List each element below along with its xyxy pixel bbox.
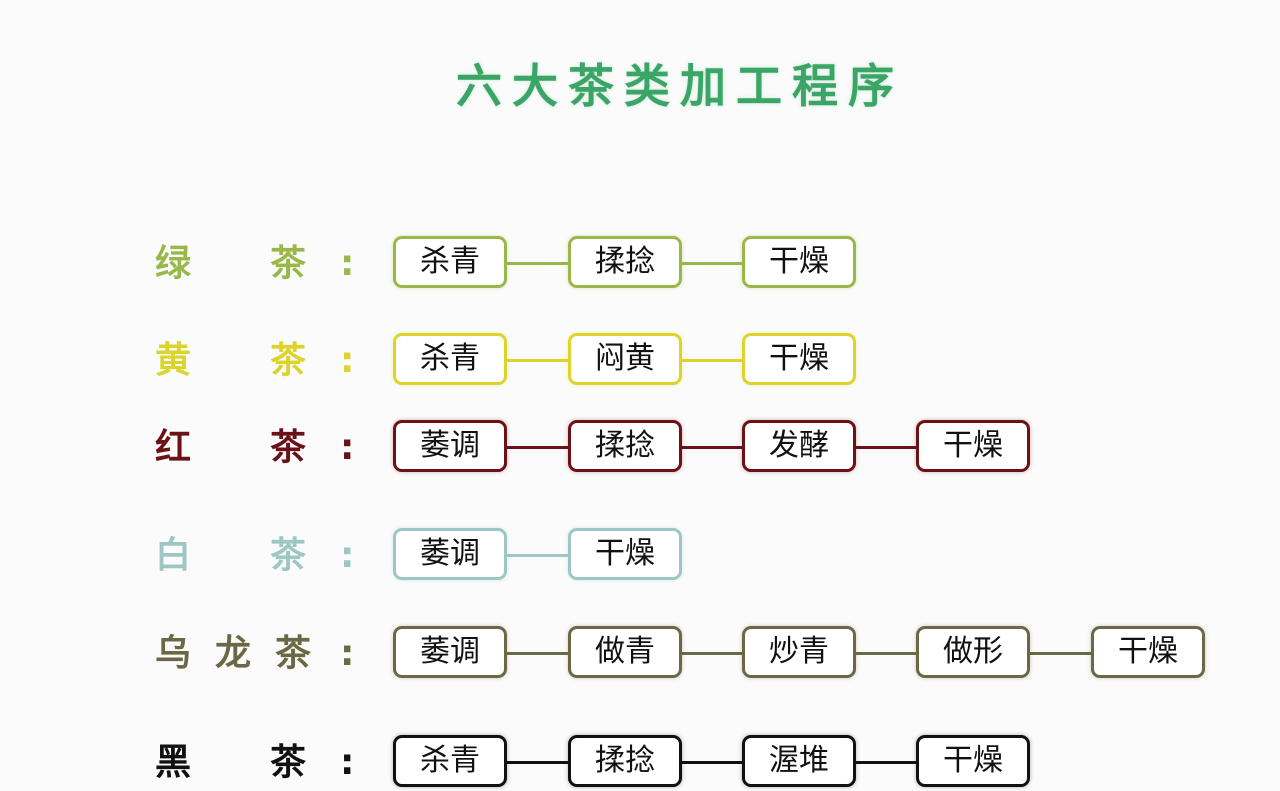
process-step-box: 做青 [568,626,682,678]
process-row: 乌龙茶: 萎调 做青 炒青 做形 干燥 [0,626,1280,682]
tea-type-char: 茶 [270,340,307,381]
process-row: 黄 茶: 杀青 闷黄 干燥 [0,333,1280,389]
tea-type-char: : [340,243,355,284]
step-connector [682,262,742,265]
step-connector [507,652,568,655]
process-step-box: 炒青 [742,626,856,678]
process-step-box: 渥堆 [742,735,856,787]
step-connector [856,652,916,655]
tea-type-char: 乌 [155,633,192,674]
process-step-box: 揉捻 [568,236,682,288]
process-step-box: 杀青 [393,735,507,787]
step-connector [682,652,742,655]
process-step-box: 杀青 [393,236,507,288]
tea-type-char: 茶 [270,243,307,284]
step-connector [507,262,568,265]
process-step-box: 干燥 [1091,626,1205,678]
tea-type-label: 乌龙茶: [150,626,355,682]
page-title: 六大茶类加工程序 [456,59,904,113]
tea-type-label: 白 茶: [150,528,355,584]
tea-type-char: 黑 [155,742,192,783]
step-connector [682,359,742,362]
process-step-box: 萎调 [393,626,507,678]
tea-type-label: 红 茶: [150,420,355,476]
tea-type-char: : [340,427,355,468]
process-row: 黑 茶: 杀青 揉捻 渥堆 干燥 [0,735,1280,791]
step-connector [507,446,568,449]
process-row: 绿 茶: 杀青 揉捻 干燥 [0,236,1280,292]
tea-type-char: : [340,340,355,381]
tea-type-char: 茶 [270,535,307,576]
process-step-box: 干燥 [742,333,856,385]
step-connector [507,554,568,557]
tea-type-label: 绿 茶: [150,236,355,292]
tea-type-char: : [340,742,355,783]
tea-type-char: 红 [155,427,192,468]
process-step-box: 干燥 [916,735,1030,787]
process-step-box: 做形 [916,626,1030,678]
process-step-box: 萎调 [393,528,507,580]
tea-type-char: 白 [155,535,192,576]
process-step-box: 干燥 [742,236,856,288]
step-connector [1030,652,1091,655]
step-connector [682,761,742,764]
process-step-box: 萎调 [393,420,507,472]
tea-type-char: 茶 [275,633,312,674]
tea-type-char: 茶 [270,742,307,783]
tea-type-char: 龙 [215,633,252,674]
tea-type-char: 黄 [155,340,192,381]
process-step-box: 揉捻 [568,735,682,787]
tea-type-label: 黄 茶: [150,333,355,389]
step-connector [856,761,916,764]
process-step-box: 揉捻 [568,420,682,472]
process-step-box: 干燥 [568,528,682,580]
step-connector [507,359,568,362]
process-step-box: 杀青 [393,333,507,385]
process-row: 白 茶: 萎调 干燥 [0,528,1280,584]
tea-type-char: : [340,535,355,576]
tea-type-char: : [340,633,355,674]
process-row: 红 茶: 萎调 揉捻 发酵 干燥 [0,420,1280,476]
process-step-box: 干燥 [916,420,1030,472]
tea-type-label: 黑 茶: [150,735,355,791]
step-connector [856,446,916,449]
tea-type-char: 绿 [155,243,192,284]
process-step-box: 闷黄 [568,333,682,385]
step-connector [507,761,568,764]
tea-type-char: 茶 [270,427,307,468]
process-step-box: 发酵 [742,420,856,472]
step-connector [682,446,742,449]
